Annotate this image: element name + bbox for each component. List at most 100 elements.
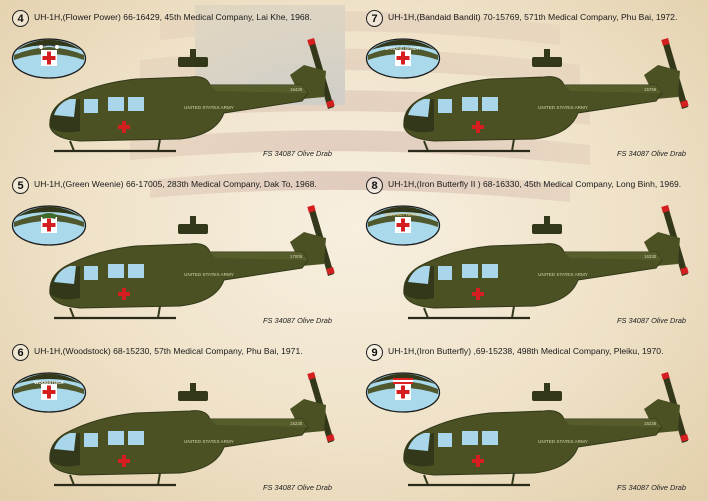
nose-top-dark (371, 39, 435, 50)
helicopter-fuselage (403, 76, 663, 142)
red-cross-marking (118, 455, 130, 467)
paint-color-label: FS 34087 Olive Drab (262, 316, 332, 325)
panel-7: 7 UH-1H,(Bandaid Bandit) 70-15769, 571th… (354, 0, 708, 167)
fuselage-text: UNITED STATES ARMY (184, 439, 234, 444)
helicopter-fuselage (49, 76, 309, 142)
cabin-window (482, 431, 498, 445)
cockpit-door-window (438, 99, 452, 113)
tail-number: 15230 (290, 421, 303, 426)
cabin-window (128, 264, 144, 278)
paint-color-label: FS 34087 Olive Drab (262, 149, 332, 158)
helicopter-fuselage (403, 410, 663, 476)
profile-number: 8 (366, 177, 383, 194)
cabin-window (108, 264, 124, 278)
svg-text:WOODSTOCK: WOODSTOCK (34, 380, 64, 385)
panel-6: 6 UH-1H,(Woodstock) 68-15230, 57th Medic… (0, 334, 354, 501)
windshield (54, 433, 76, 451)
nose-art-woodstock: WOODSTOCK (11, 372, 87, 413)
main-rotor-mast (532, 383, 562, 401)
nose-art-flower-power (11, 38, 87, 79)
profile-number: 4 (12, 10, 29, 27)
profile-number: 7 (366, 10, 383, 27)
fuselage-text: UNITED STATES ARMY (538, 272, 588, 277)
cabin-window (108, 97, 124, 111)
cockpit-door-window (438, 266, 452, 280)
main-rotor-mast (178, 383, 208, 401)
tail-boom-top (564, 419, 662, 427)
profile-title: UH-1H,(Woodstock) 68-15230, 57th Medical… (34, 346, 303, 356)
windshield (54, 266, 76, 284)
helicopter-profile: UNITED STATES ARMY 16330 (394, 202, 698, 332)
paint-color-label: FS 34087 Olive Drab (616, 149, 686, 158)
helicopter-profile: UNITED STATES ARMY 15238 (394, 369, 698, 499)
windshield (408, 266, 430, 284)
nose-top-dark (371, 206, 435, 217)
cockpit-door-window (84, 99, 98, 113)
nose-art-iron-butterfly-ii: IRON BUTTERFLY (365, 205, 441, 246)
helicopter-profile: UNITED STATES ARMY 16429 (40, 35, 344, 165)
panel-9: 9 UH-1H,(Iron Butterfly) ,69-15238, 498t… (354, 334, 708, 501)
panel-4: 4 UH-1H,(Flower Power) 66-16429, 45th Me… (0, 0, 354, 167)
main-rotor-mast (178, 49, 208, 67)
tail-boom-top (210, 85, 308, 93)
red-cross-marking (472, 121, 484, 133)
landing-skid (408, 305, 530, 320)
tail-number: 17005 (290, 254, 303, 259)
main-rotor-mast (532, 49, 562, 67)
profile-title: UH-1H,(Flower Power) 66-16429, 45th Medi… (34, 12, 312, 22)
cabin-window (128, 97, 144, 111)
cabin-window (462, 431, 478, 445)
helicopter-profile: UNITED STATES ARMY 15230 (40, 369, 344, 499)
cabin-window (482, 264, 498, 278)
landing-skid (54, 472, 176, 487)
paint-color-label: FS 34087 Olive Drab (616, 483, 686, 492)
cabin-window (462, 264, 478, 278)
tail-boom-top (210, 419, 308, 427)
fuselage-text: UNITED STATES ARMY (184, 105, 234, 110)
windshield (408, 433, 430, 451)
cabin-window (108, 431, 124, 445)
fuselage-text: UNITED STATES ARMY (538, 105, 588, 110)
helicopter-fuselage (49, 243, 309, 309)
panel-5: 5 UH-1H,(Green Weenie) 66-17005, 283th M… (0, 167, 354, 334)
profile-number: 6 (12, 344, 29, 361)
tail-boom-top (564, 252, 662, 260)
landing-skid (408, 138, 530, 153)
tail-boom-top (210, 252, 308, 260)
cockpit-door-window (84, 433, 98, 447)
nose-art-green-weenie (11, 205, 87, 246)
fuselage-text: UNITED STATES ARMY (184, 272, 234, 277)
nose-art-bandaid-bandit: BANDAID BANDIT (365, 38, 441, 79)
tail-number: 15238 (644, 421, 657, 426)
cockpit-door-window (84, 266, 98, 280)
svg-text:BANDAID BANDIT: BANDAID BANDIT (385, 46, 421, 51)
red-cross-marking (118, 288, 130, 300)
tail-number: 16330 (644, 254, 657, 259)
landing-skid (408, 472, 530, 487)
tail-boom-top (564, 85, 662, 93)
helicopter-profile: UNITED STATES ARMY 15769 (394, 35, 698, 165)
profile-title: UH-1H,(Green Weenie) 66-17005, 283th Med… (34, 179, 317, 189)
paint-color-label: FS 34087 Olive Drab (262, 483, 332, 492)
red-cross-marking (472, 288, 484, 300)
cabin-window (482, 97, 498, 111)
windshield (408, 99, 430, 117)
profile-number: 5 (12, 177, 29, 194)
profile-title: UH-1H,(Iron Butterfly) ,69-15238, 498th … (388, 346, 664, 356)
tail-number: 15769 (644, 87, 657, 92)
windshield (54, 99, 76, 117)
helicopter-profile: UNITED STATES ARMY 17005 (40, 202, 344, 332)
main-rotor-mast (532, 216, 562, 234)
helicopter-fuselage (403, 243, 663, 309)
svg-text:IRON BUTTERFLY: IRON BUTTERFLY (385, 212, 421, 217)
main-rotor-mast (178, 216, 208, 234)
landing-skid (54, 138, 176, 153)
nose-top-dark (17, 373, 81, 384)
nose-top-dark (17, 206, 81, 217)
profile-title: UH-1H,(Iron Butterfly II ) 68-16330, 45t… (388, 179, 682, 189)
fuselage-text: UNITED STATES ARMY (538, 439, 588, 444)
red-cross-marking (118, 121, 130, 133)
nose-art-iron-butterfly (365, 372, 441, 413)
landing-skid (54, 305, 176, 320)
